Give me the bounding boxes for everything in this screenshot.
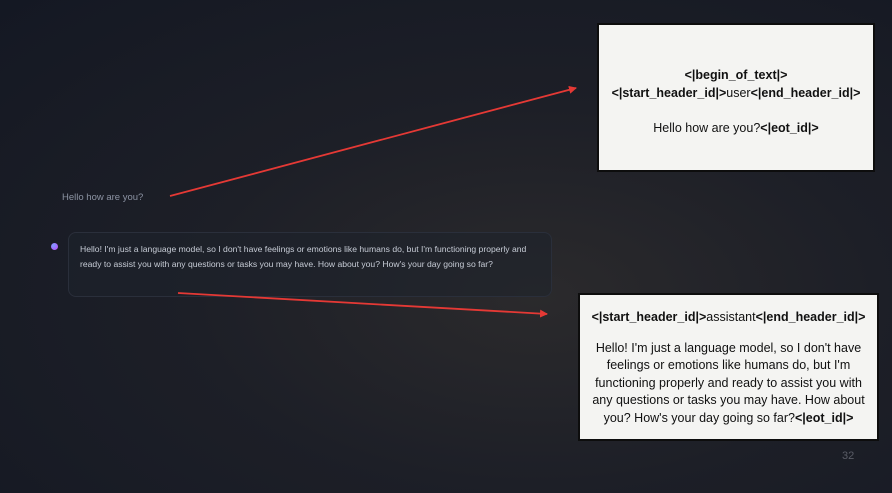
user-prompt-template-box: <|begin_of_text|> <|start_header_id|>use…	[597, 23, 875, 172]
assistant-prompt-template-box: <|start_header_id|>assistant<|end_header…	[578, 293, 879, 441]
assistant-message: Hello! I'm just a language model, so I d…	[68, 232, 552, 297]
assistant-content-block: Hello! I'm just a language model, so I d…	[592, 340, 865, 425]
slide-number: 32	[842, 450, 855, 462]
user-content-line: Hello how are you?<|eot_id|>	[653, 121, 819, 135]
arrow-assistant-to-template	[177, 292, 548, 318]
user-message: Hello how are you?	[62, 192, 144, 203]
user-header-line: <|start_header_id|>user<|end_header_id|>	[611, 86, 861, 100]
arrow-user-to-template	[169, 85, 577, 197]
assistant-avatar-icon	[51, 243, 58, 250]
begin-text-token: <|begin_of_text|>	[684, 68, 788, 82]
assistant-header-line: <|start_header_id|>assistant<|end_header…	[591, 310, 866, 324]
